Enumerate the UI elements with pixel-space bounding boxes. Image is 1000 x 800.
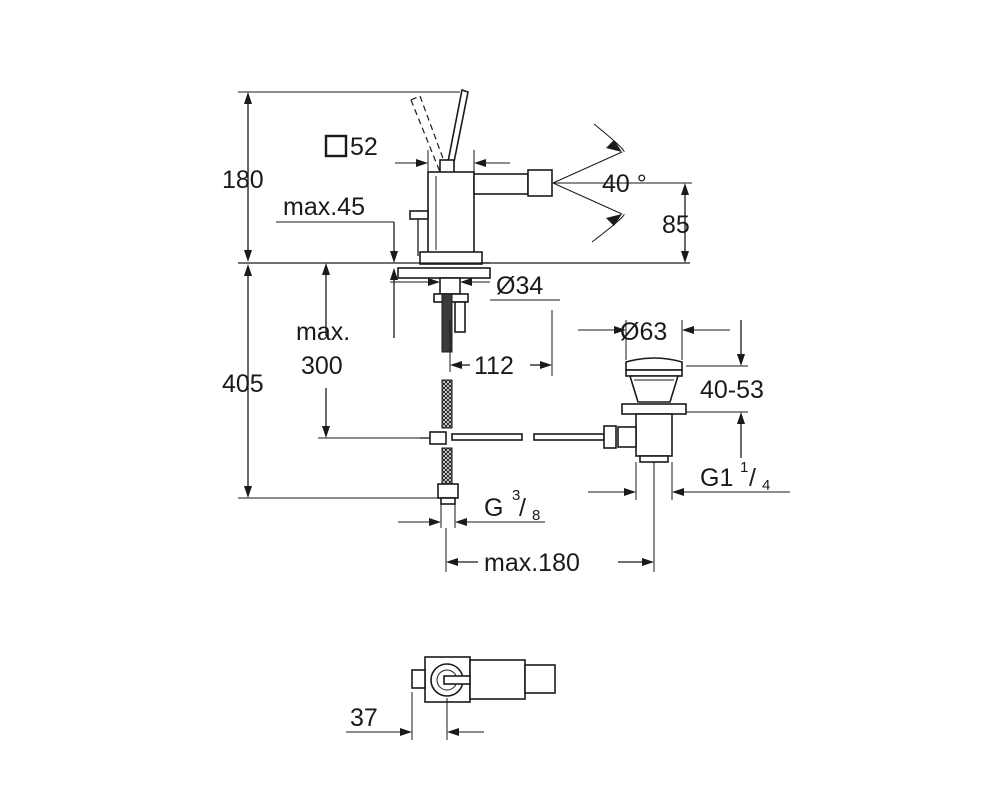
base-flange — [419, 251, 483, 265]
dim-spout-85: 85 — [553, 182, 692, 263]
label-waste-g1: G1 — [700, 464, 733, 492]
label-37: 37 — [350, 704, 378, 732]
waste-rod-nut — [603, 425, 617, 449]
waste-pipe — [635, 413, 673, 457]
label-max45: max.45 — [283, 193, 365, 221]
waste-plug-cap — [625, 357, 683, 371]
waste-nut — [621, 403, 687, 415]
lever-open-position — [410, 95, 449, 173]
label-52: 52 — [350, 133, 378, 161]
pop-up-linkage — [420, 431, 605, 445]
waste-assembly — [603, 357, 687, 463]
dim-inlet-thread: G 3 / 8 — [398, 487, 545, 528]
dim-angle-40: 40 ° — [552, 123, 647, 243]
waste-body — [628, 375, 680, 403]
linkage-clamp — [429, 431, 447, 445]
waste-rod-connector — [617, 426, 637, 448]
dim-hole-34: Ø34 — [390, 272, 560, 301]
spout-outlet — [527, 169, 553, 197]
spout-arm — [473, 173, 529, 195]
mounting-nut — [439, 277, 461, 295]
label-85: 85 — [662, 211, 690, 239]
top-spout-arm — [469, 659, 526, 700]
mounting-assembly — [397, 267, 491, 353]
label-max-300-line1: max. — [296, 318, 350, 346]
label-diameter-63: Ø63 — [620, 318, 667, 346]
top-pop-up-knob — [411, 669, 426, 689]
waste-tail — [639, 455, 669, 463]
waste-flange — [625, 369, 683, 377]
top-lever — [443, 675, 471, 685]
label-waste-den: 4 — [762, 477, 770, 494]
label-waste-num: 1 — [740, 459, 748, 476]
label-max-300-line2: 300 — [301, 352, 343, 380]
svg-text:/: / — [519, 494, 526, 522]
mixer-front-view — [409, 88, 553, 265]
label-112: 112 — [474, 352, 514, 380]
dim-square-52: 52 — [324, 133, 510, 172]
mixer-body — [427, 171, 475, 255]
pop-up-rod — [409, 210, 429, 220]
label-405: 405 — [222, 370, 264, 398]
label-inlet-g: G — [484, 494, 503, 522]
dim-max-180: max.180 — [445, 462, 655, 577]
label-inlet-num: 3 — [512, 487, 520, 504]
inlet-thread — [440, 497, 456, 505]
dim-reach-112: 112 — [449, 310, 553, 380]
pop-up-bracket — [454, 301, 466, 333]
label-40-53: 40-53 — [700, 376, 764, 404]
mounting-plate — [397, 267, 491, 279]
label-40-deg: 40 ° — [602, 170, 647, 198]
dim-waste-63: Ø63 — [578, 318, 730, 360]
dim-waste-40-53: 40-53 — [686, 320, 764, 458]
flex-hose-middle — [441, 379, 453, 429]
inlet-connector — [437, 483, 459, 499]
label-diameter-34: Ø34 — [496, 272, 543, 300]
mixer-top-view: 37 — [346, 656, 556, 740]
label-inlet-den: 8 — [532, 507, 540, 524]
dim-waste-thread: G1 1 / 4 — [588, 459, 790, 500]
label-180: 180 — [222, 166, 264, 194]
square-icon — [324, 134, 348, 158]
label-max-180: max.180 — [484, 549, 580, 577]
dim-below-405: 405 — [222, 264, 440, 499]
top-spout-outlet — [524, 664, 556, 694]
svg-text:/: / — [749, 464, 756, 492]
dim-max-300: max. 300 — [296, 263, 420, 439]
dim-total-height: 180 — [222, 91, 460, 262]
flex-hose-upper — [441, 293, 453, 353]
dim-max-45: max.45 — [276, 193, 398, 338]
flex-hose-lower — [441, 447, 453, 485]
